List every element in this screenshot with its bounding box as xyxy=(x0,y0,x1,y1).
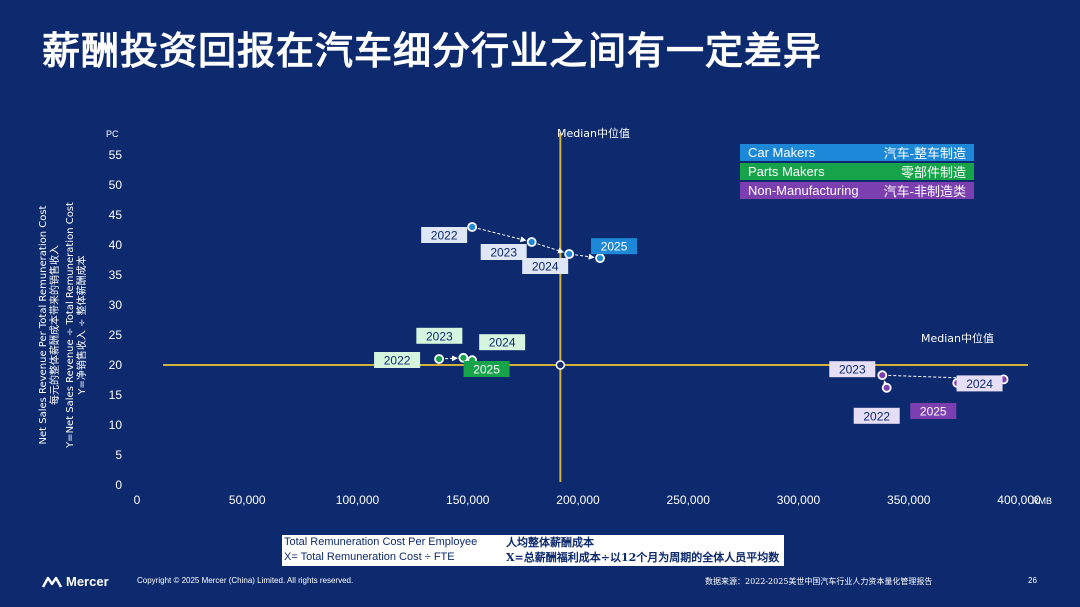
legend-label-en: Non-Manufacturing xyxy=(748,183,859,198)
legend-item-car-makers: Car Makers 汽车-整车制造 xyxy=(740,144,974,162)
year-label-box xyxy=(956,375,1003,392)
page-number: 26 xyxy=(1028,576,1037,585)
year-label: 2025 xyxy=(601,240,628,254)
year-label-box xyxy=(463,361,510,377)
year-label: 2023 xyxy=(839,363,866,377)
formula-row: X= Total Remuneration Cost ÷ FTE X=总薪酬福利… xyxy=(282,550,784,565)
copyright-text: Copyright © 2025 Mercer (China) Limited.… xyxy=(137,576,354,585)
trend-arrow xyxy=(537,243,565,254)
year-label: 2022 xyxy=(431,229,458,243)
x-tick-label: 400,000 xyxy=(997,493,1041,507)
median-intersection-marker xyxy=(555,360,566,370)
x-tick-label: 250,000 xyxy=(667,493,711,507)
data-point-2022 xyxy=(881,382,892,393)
data-point-2025 xyxy=(595,253,605,264)
y-tick-label: 50 xyxy=(109,178,123,192)
y-axis-label-line: Y=净销售收入 ÷ 整体薪酬成本 xyxy=(75,255,88,395)
legend-label-en: Parts Makers xyxy=(748,164,825,179)
trend-arrow xyxy=(445,355,458,362)
year-label-box xyxy=(591,238,638,255)
data-point-2022 xyxy=(467,222,478,232)
year-label-box xyxy=(522,258,569,274)
definition-en: Total Remuneration Cost Per Employee xyxy=(284,536,478,548)
x-tick-label: 50,000 xyxy=(229,493,266,507)
formula-zh: X=总薪酬福利成本÷以12个月为周期的全体人员平均数 xyxy=(506,551,780,564)
year-label: 2022 xyxy=(863,409,890,423)
legend-label-zh: 汽车-整车制造 xyxy=(883,147,966,162)
formula-en: X= Total Remuneration Cost ÷ FTE xyxy=(284,551,455,563)
year-label: 2024 xyxy=(532,260,559,274)
y-tick-label: 35 xyxy=(109,268,123,282)
data-point-2023 xyxy=(526,237,537,247)
x-tick-label: 0 xyxy=(134,493,141,507)
y-tick-label: 0 xyxy=(115,478,122,492)
legend-label-en: Car Makers xyxy=(748,145,816,160)
year-label-box xyxy=(421,227,468,243)
x-axis-definition-box: Total Remuneration Cost Per Employee 人均整… xyxy=(282,535,784,566)
x-tick-label: 300,000 xyxy=(777,493,821,507)
source-text: 数据来源：2022-2025美世中国汽车行业人力资本量化管理报告 xyxy=(705,577,933,586)
definition-zh: 人均整体薪酬成本 xyxy=(506,536,594,549)
legend-item-parts-makers: Parts Makers 零部件制造 xyxy=(740,163,974,181)
legend-label-zh: 汽车-非制造类 xyxy=(883,185,966,200)
y-tick-label: 40 xyxy=(109,238,123,252)
mercer-logo-icon xyxy=(42,576,62,588)
y-unit-label: PC xyxy=(106,129,119,139)
trend-arrow xyxy=(477,227,527,243)
y-tick-label: 15 xyxy=(109,388,123,402)
year-label-box xyxy=(829,361,876,378)
legend-label-zh: 零部件制造 xyxy=(900,166,966,181)
data-point-2024 xyxy=(564,249,575,259)
median-y-label: Median中位值 xyxy=(921,331,994,345)
year-label-box xyxy=(910,403,957,419)
x-unit-label: RMB xyxy=(1032,496,1052,506)
y-tick-label: 5 xyxy=(115,448,122,462)
year-label-box xyxy=(480,244,527,260)
year-label-box xyxy=(853,407,900,424)
y-tick-label: 45 xyxy=(109,208,123,222)
trend-arrow xyxy=(575,253,595,260)
x-tick-label: 150,000 xyxy=(446,493,490,507)
slide-title: 薪酬投资回报在汽车细分行业之间有一定差异 xyxy=(42,29,823,73)
year-label: 2023 xyxy=(490,246,517,260)
year-label: 2024 xyxy=(966,377,993,391)
logo-text: Mercer xyxy=(66,574,109,589)
legend-item-non-manufacturing: Non-Manufacturing 汽车-非制造类 xyxy=(740,182,974,200)
y-tick-label: 10 xyxy=(109,418,123,432)
year-label: 2025 xyxy=(920,405,947,419)
x-tick-label: 350,000 xyxy=(887,493,931,507)
year-label-box xyxy=(374,352,421,368)
definition-row: Total Remuneration Cost Per Employee 人均整… xyxy=(282,535,784,550)
y-tick-label: 30 xyxy=(109,298,123,312)
y-axis-label-line: Y=Net Sales Revenue ÷ Total Remuneration… xyxy=(65,202,76,449)
y-tick-label: 55 xyxy=(109,148,123,162)
data-point-2023 xyxy=(877,370,888,381)
x-tick-label: 200,000 xyxy=(556,493,600,507)
y-tick-label: 25 xyxy=(109,328,123,342)
legend: Car Makers 汽车-整车制造 Parts Makers 零部件制造 No… xyxy=(740,144,974,201)
y-axis-label-line: 每元的整体薪酬成本带来的销售收入 xyxy=(48,245,61,405)
data-point-2023 xyxy=(458,352,469,363)
data-point-2022 xyxy=(434,354,444,364)
x-tick-label: 100,000 xyxy=(336,493,380,507)
median-x-label: Median中位值 xyxy=(557,126,630,140)
y-tick-label: 20 xyxy=(109,358,123,372)
year-label: 2023 xyxy=(426,329,453,343)
year-label-box xyxy=(479,334,526,351)
year-label: 2025 xyxy=(473,363,500,377)
y-axis-label-line: Net Sales Revenue Per Total Remuneration… xyxy=(38,205,49,444)
year-label: 2024 xyxy=(489,336,516,350)
year-label: 2022 xyxy=(384,354,411,368)
year-label-box xyxy=(416,327,463,344)
mercer-logo: Mercer xyxy=(42,574,109,589)
